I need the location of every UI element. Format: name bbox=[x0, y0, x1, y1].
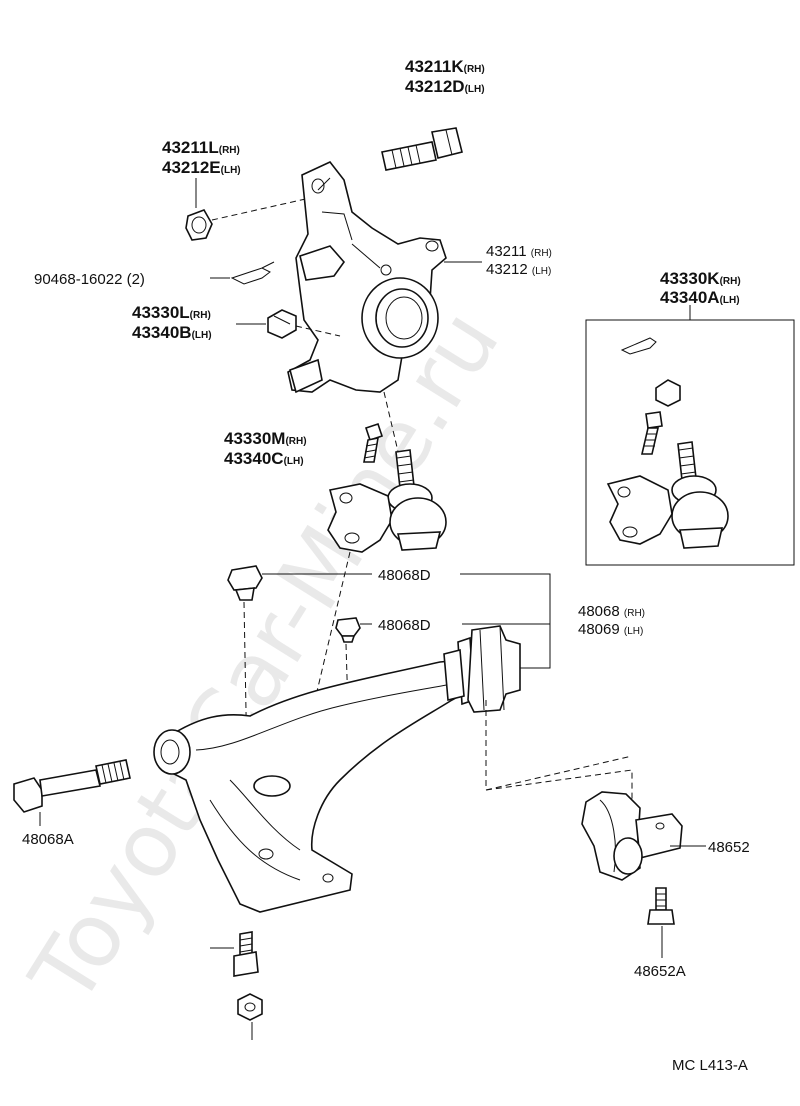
arm-lower-bolt[interactable] bbox=[233, 931, 259, 977]
svg-text:43212D(LH): 43212D(LH) bbox=[405, 77, 485, 96]
label-48068D-upper: 48068D bbox=[378, 567, 431, 584]
bracket-alignment-line bbox=[485, 700, 633, 812]
ball-joint-nut[interactable] bbox=[267, 309, 297, 339]
kit-cotter-pin bbox=[620, 337, 657, 355]
stabilizer-bracket[interactable] bbox=[581, 791, 683, 881]
label-48068D-lower: 48068D bbox=[378, 617, 431, 634]
kit-ball-joint bbox=[606, 441, 729, 549]
nut-to-knuckle-line bbox=[295, 325, 341, 337]
knuckle-to-ball-joint-line bbox=[383, 391, 401, 461]
svg-text:43212E(LH): 43212E(LH) bbox=[162, 158, 241, 177]
lower-control-arm[interactable] bbox=[153, 659, 471, 913]
knuckle-nut[interactable] bbox=[185, 209, 213, 241]
label-48068A: 48068A bbox=[22, 831, 74, 848]
svg-text:43211L(RH): 43211L(RH) bbox=[162, 138, 240, 157]
svg-text:43340B(LH): 43340B(LH) bbox=[132, 323, 212, 342]
arm-lower-nut[interactable] bbox=[237, 993, 263, 1021]
svg-text:43212 (LH): 43212 (LH) bbox=[486, 261, 551, 278]
svg-text:48068 (RH): 48068 (RH) bbox=[578, 603, 645, 620]
knuckle-bolt[interactable] bbox=[381, 127, 463, 171]
label-43330M: 43330M(RH) 43340C(LH) bbox=[224, 429, 307, 468]
svg-text:43211K(RH): 43211K(RH) bbox=[405, 57, 485, 76]
svg-text:43330L(RH): 43330L(RH) bbox=[132, 303, 211, 322]
kit-nut bbox=[655, 379, 681, 407]
nut-alignment-line bbox=[211, 197, 311, 221]
svg-text:43340C(LH): 43340C(LH) bbox=[224, 449, 304, 468]
steering-knuckle[interactable] bbox=[287, 161, 447, 394]
label-48652A: 48652A bbox=[634, 963, 686, 980]
svg-text:43211 (RH): 43211 (RH) bbox=[486, 243, 552, 260]
label-43211: 43211 (RH) 43212 (LH) bbox=[486, 243, 552, 278]
ball-joint-bolt[interactable] bbox=[363, 422, 384, 463]
label-48068: 48068 (RH) 48069 (LH) bbox=[578, 603, 645, 638]
diagram-code: MC L413-A bbox=[672, 1057, 748, 1074]
svg-text:43330K(RH): 43330K(RH) bbox=[660, 269, 741, 288]
svg-text:90468-16022 (2): 90468-16022 (2) bbox=[34, 271, 145, 288]
arm-bolt[interactable] bbox=[13, 759, 131, 813]
bushing-lower[interactable] bbox=[335, 617, 361, 643]
bushing-group-bracket bbox=[460, 573, 551, 669]
label-48652: 48652 bbox=[708, 839, 750, 856]
kit-bolt bbox=[640, 411, 663, 455]
label-43330L: 43330L(RH) 43340B(LH) bbox=[132, 303, 212, 342]
label-43330K: 43330K(RH) 43340A(LH) bbox=[660, 269, 741, 307]
arm-rear-bushing[interactable] bbox=[443, 625, 521, 713]
label-90468: 90468-16022 (2) bbox=[34, 271, 145, 288]
svg-text:43340A(LH): 43340A(LH) bbox=[660, 288, 740, 307]
bracket-bolt[interactable] bbox=[647, 887, 675, 925]
cotter-pin[interactable] bbox=[230, 261, 275, 285]
svg-text:48069 (LH): 48069 (LH) bbox=[578, 621, 643, 638]
bracket-alignment-line-2 bbox=[485, 755, 633, 791]
ball-joint[interactable] bbox=[327, 449, 447, 553]
label-43211K: 43211K(RH) 43212D(LH) bbox=[405, 57, 485, 96]
svg-text:43330M(RH): 43330M(RH) bbox=[224, 429, 307, 448]
bushing-upper[interactable] bbox=[227, 565, 263, 601]
label-43211L: 43211L(RH) 43212E(LH) bbox=[162, 138, 241, 177]
watermark-text: ToyotaCar-Mine.ru bbox=[10, 292, 519, 1022]
